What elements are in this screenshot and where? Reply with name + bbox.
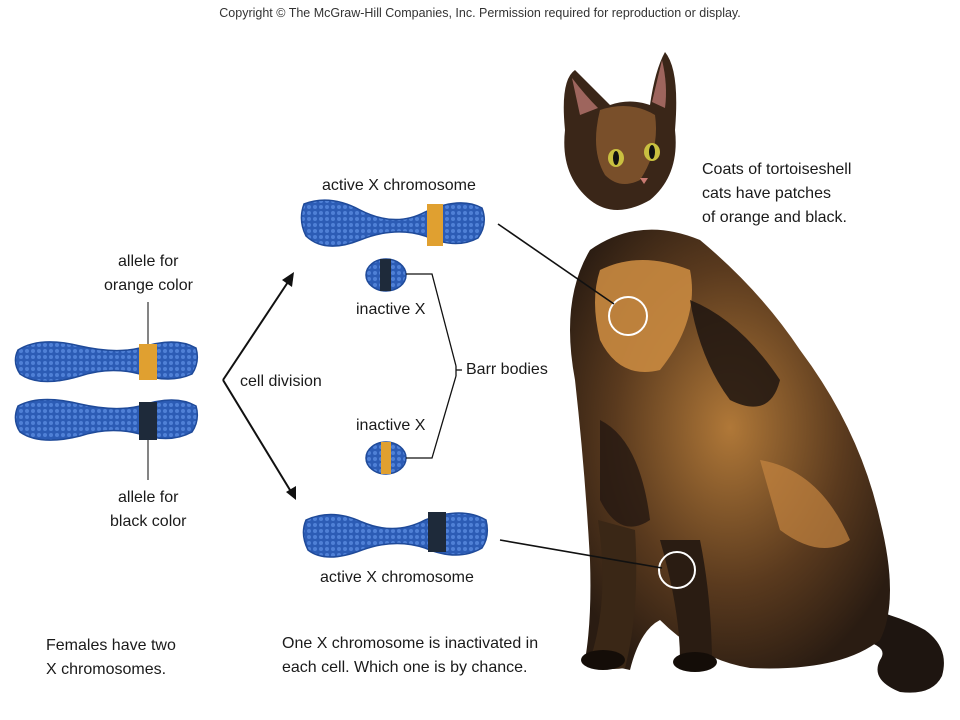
inactive-x-top xyxy=(365,258,407,292)
label-active-x-bottom: active X chromosome xyxy=(320,569,474,586)
active-x-chromosome-top xyxy=(300,199,485,247)
label-barr-bodies: Barr bodies xyxy=(466,361,548,378)
inactive-x-bottom xyxy=(365,441,407,475)
orange-allele-band xyxy=(139,344,157,380)
females-caption-line-1: Females have two xyxy=(46,637,176,654)
label-allele-black-1: allele for xyxy=(118,489,179,506)
pointer-line-orange xyxy=(497,223,615,305)
label-inactive-x-bottom: inactive X xyxy=(356,417,426,434)
tortoiseshell-cat-image xyxy=(563,52,944,693)
label-inactive-x-top: inactive X xyxy=(356,301,426,318)
label-active-x-top: active X chromosome xyxy=(322,177,476,194)
cat-caption-line-2: cats have patches xyxy=(702,185,831,202)
barr-bodies-bracket xyxy=(406,273,462,459)
label-allele-orange-1: allele for xyxy=(118,253,179,270)
pointer-line-black xyxy=(499,539,663,569)
label-allele-black-2: black color xyxy=(110,513,187,530)
orange-patch-circle xyxy=(608,296,648,336)
females-caption-line-2: X chromosomes. xyxy=(46,661,167,678)
label-allele-orange-2: orange color xyxy=(104,277,193,294)
inactivation-caption-line-1: One X chromosome is inactivated in xyxy=(282,635,539,652)
cat-caption-line-1: Coats of tortoiseshell xyxy=(702,161,852,178)
label-cell-division: cell division xyxy=(240,373,322,390)
copyright-notice: Copyright © The McGraw-Hill Companies, I… xyxy=(219,6,741,20)
cell-division-arrows xyxy=(222,272,296,500)
inactivation-caption-line-2: each cell. Which one is by chance. xyxy=(282,659,528,676)
active-x-chromosome-bottom xyxy=(302,512,489,558)
chromosome-orange-allele-left xyxy=(14,341,199,383)
cat-caption-line-3: of orange and black. xyxy=(702,209,847,226)
black-patch-circle xyxy=(658,551,696,589)
chromosome-black-allele-left xyxy=(14,398,199,441)
black-allele-band xyxy=(139,402,157,440)
